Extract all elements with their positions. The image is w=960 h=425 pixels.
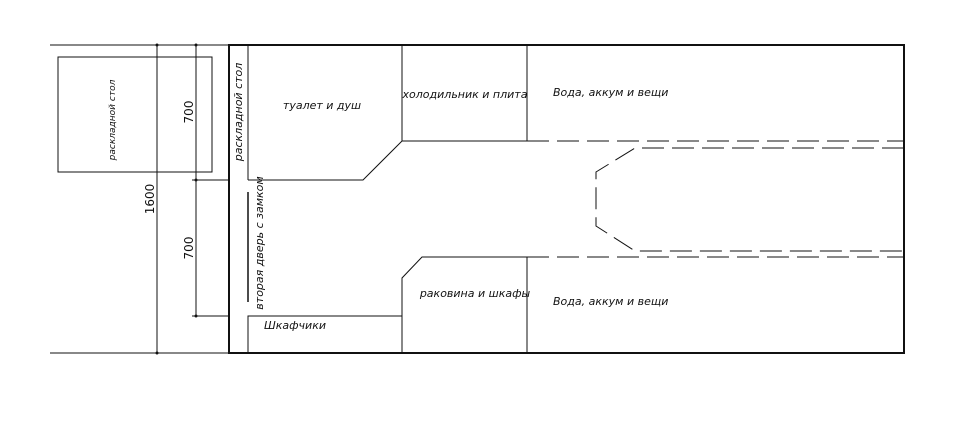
sink-cabinets-label: раковина и шкафы	[419, 287, 531, 300]
dimension-tick	[155, 351, 159, 355]
second-door-label: вторая дверь с замком	[253, 176, 266, 309]
toilet-shower-label: туалет и душ	[283, 99, 361, 112]
folding-table-outside-label: раскладной стол	[108, 79, 118, 161]
lockers-label: Шкафчики	[264, 319, 326, 332]
dashed-bed-outline	[595, 147, 904, 252]
water-top-label: Вода, аккум и вещи	[553, 86, 668, 99]
dimension-tick	[194, 43, 198, 47]
sink-block	[401, 256, 527, 353]
folding-table-wall-label: раскладной стол	[232, 63, 245, 163]
dimension-upper-label: 700	[182, 101, 196, 124]
fridge-stove-label: холодильник и плита	[402, 88, 528, 101]
lockers-block	[247, 315, 402, 353]
dimension-tick	[194, 314, 198, 318]
dimension-tick	[194, 178, 198, 182]
dimension-tick	[155, 43, 159, 47]
toilet-shower-block	[248, 140, 527, 181]
water-bottom-label: Вода, аккум и вещи	[553, 295, 668, 308]
van-outline	[228, 44, 905, 354]
folding-table-outside	[57, 56, 213, 173]
dimension-lower-label: 700	[182, 237, 196, 260]
dimension-total-label: 1600	[143, 184, 157, 215]
